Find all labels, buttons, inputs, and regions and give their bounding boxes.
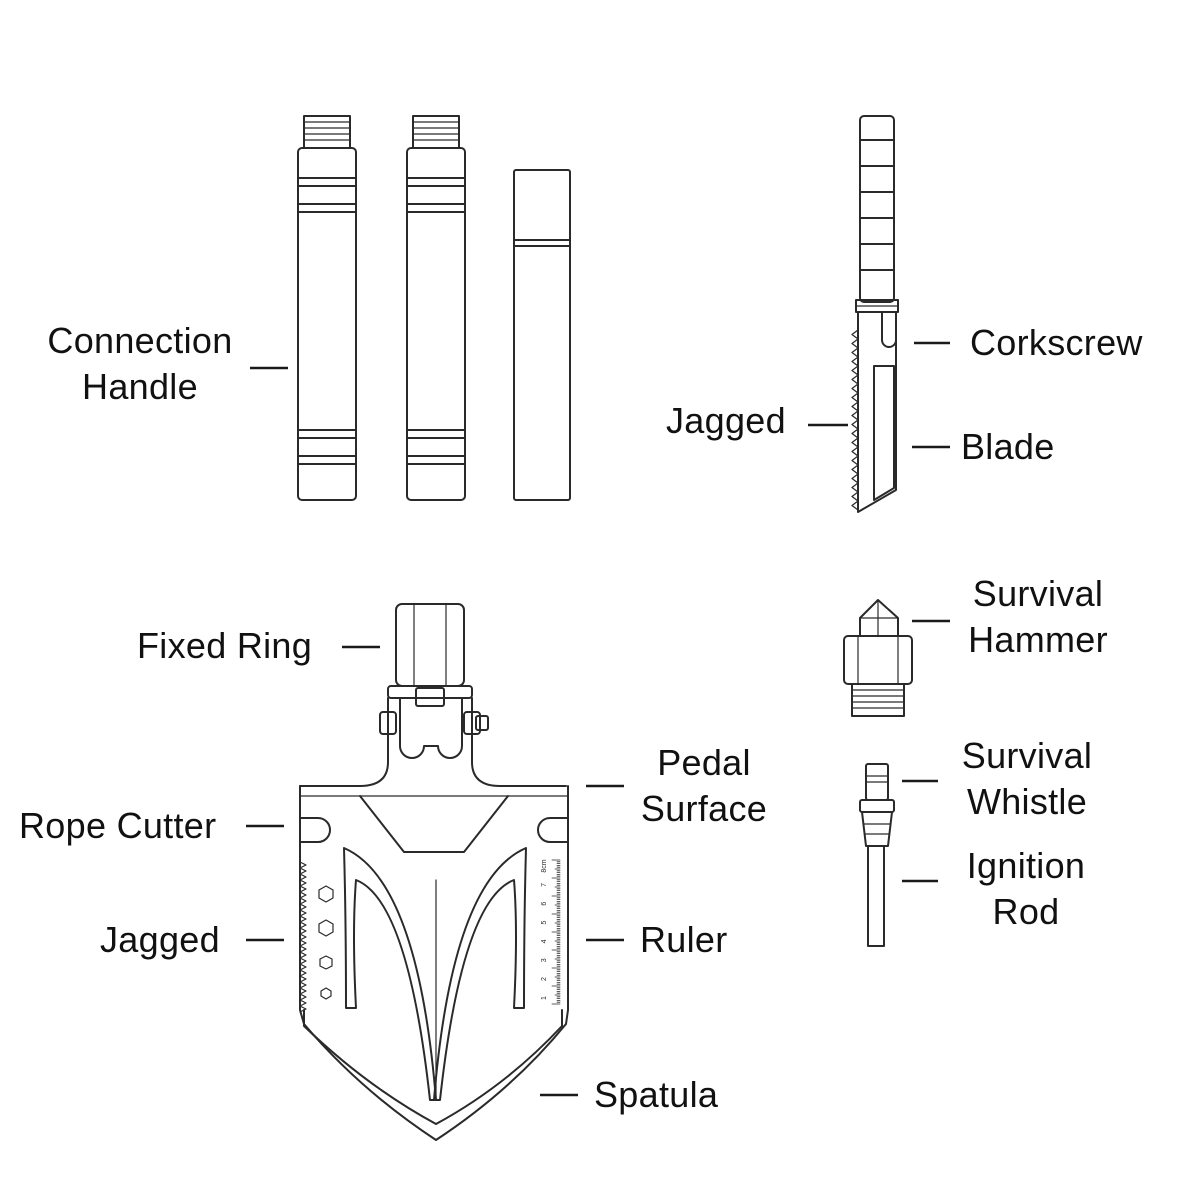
label-survival-hammer-line-1: Survival bbox=[972, 573, 1104, 614]
connection-handle-2 bbox=[406, 115, 466, 501]
label-ignition-rod-line-2: Rod bbox=[992, 891, 1060, 932]
label-pedal-surface-line-2: Surface bbox=[640, 788, 768, 829]
label-survival-whistle-line-1: Survival bbox=[961, 735, 1093, 776]
label-connection-handle: Connection Handle bbox=[36, 318, 244, 410]
label-pedal-surface: Pedal Surface bbox=[628, 740, 780, 832]
saw-blade bbox=[851, 115, 899, 513]
leader-lines bbox=[246, 341, 950, 1097]
survival-whistle-ignition-rod bbox=[859, 763, 895, 947]
label-survival-hammer-line-2: Hammer bbox=[968, 619, 1108, 660]
label-survival-whistle: Survival Whistle bbox=[948, 733, 1106, 825]
label-ruler: Ruler bbox=[640, 919, 728, 960]
ruler-mark: 2 bbox=[541, 977, 548, 981]
label-survival-hammer: Survival Hammer bbox=[950, 571, 1126, 663]
label-corkscrew: Corkscrew bbox=[970, 322, 1143, 363]
survival-hammer bbox=[843, 599, 913, 717]
ruler-mark: 1 bbox=[541, 996, 548, 1000]
label-jagged-saw: Jagged bbox=[666, 400, 786, 441]
label-jagged-shovel: Jagged bbox=[100, 919, 220, 960]
ruler-mark: 7 bbox=[541, 883, 548, 887]
label-spatula: Spatula bbox=[594, 1074, 719, 1115]
shovel: 8cm 7 6 5 4 3 2 1 bbox=[299, 603, 569, 1141]
ruler-mark: 6 bbox=[541, 902, 548, 906]
ruler-mark: 4 bbox=[541, 939, 548, 943]
label-connection-handle-line-2: Handle bbox=[82, 366, 198, 407]
label-blade: Blade bbox=[961, 426, 1055, 467]
label-ignition-rod-line-1: Ignition bbox=[966, 845, 1086, 886]
label-pedal-surface-line-1: Pedal bbox=[657, 742, 751, 783]
label-survival-whistle-line-2: Whistle bbox=[966, 781, 1088, 822]
ruler-mark: 3 bbox=[541, 958, 548, 962]
label-fixed-ring: Fixed Ring bbox=[137, 625, 313, 666]
connection-handle-3 bbox=[513, 169, 571, 501]
ruler-mark: 5 bbox=[541, 921, 548, 925]
label-ignition-rod: Ignition Rod bbox=[954, 843, 1098, 935]
label-rope-cutter: Rope Cutter bbox=[19, 805, 217, 846]
ruler-mark: 8cm bbox=[541, 859, 548, 872]
label-connection-handle-line-1: Connection bbox=[47, 320, 233, 361]
connection-handle-1 bbox=[297, 115, 357, 501]
